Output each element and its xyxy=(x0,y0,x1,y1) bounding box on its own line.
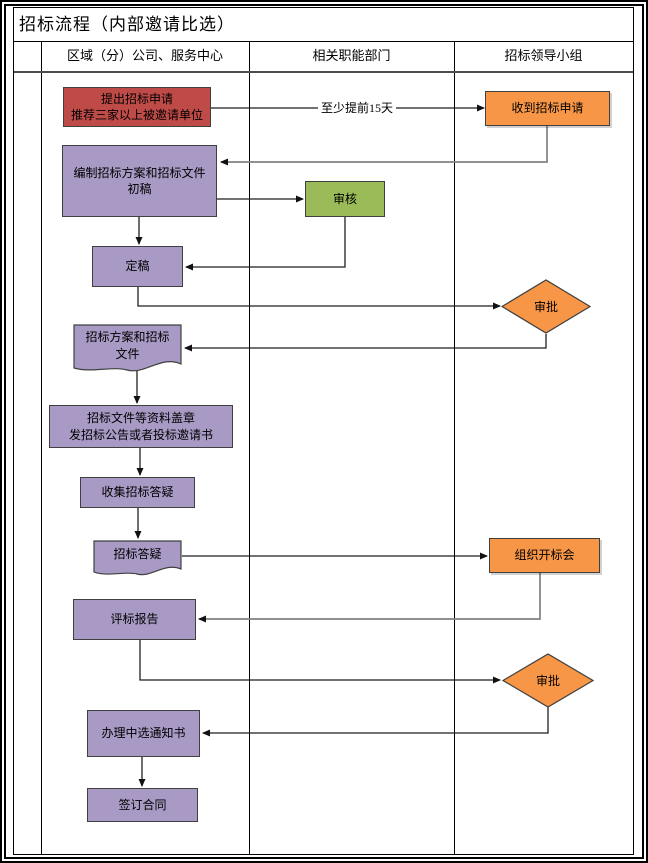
header-underline xyxy=(14,71,633,73)
node-sign-contract: 签订合同 xyxy=(87,788,198,822)
lane-divider-2 xyxy=(454,41,455,854)
node-draft-plan: 编制招标方案和招标文件初稿 xyxy=(62,145,217,217)
node-seal-line2: 发招标公告或者投标邀请书 xyxy=(68,427,213,442)
lane-header-departments: 相关职能部门 xyxy=(312,48,391,63)
node-eval-report-label: 评标报告 xyxy=(110,612,159,627)
swimlane-table: 招标流程（内部邀请比选） 区域（分）公司、服务中心 相关职能部门 招标领导小组 xyxy=(13,7,634,855)
node-doc-answer-label: 招标答疑 xyxy=(113,547,162,561)
node-open-meeting: 组织开标会 xyxy=(489,538,600,573)
node-eval-report: 评标报告 xyxy=(73,599,196,640)
node-contract-label: 签订合同 xyxy=(118,797,167,812)
lane-header-company: 区域（分）公司、服务中心 xyxy=(66,48,223,63)
node-notify-winner: 办理中选通知书 xyxy=(87,710,200,757)
page-title: 招标流程（内部邀请比选） xyxy=(19,15,235,34)
node-finalize: 定稿 xyxy=(92,246,183,287)
node-doc-answer: 招标答疑 xyxy=(93,540,182,580)
node-submit-application: 提出招标申请 推荐三家以上被邀请单位 xyxy=(63,87,211,127)
node-open-meeting-label: 组织开标会 xyxy=(514,548,575,563)
node-receive-application: 收到招标申请 xyxy=(485,91,610,126)
lane-divider-1 xyxy=(249,41,250,854)
node-finalize-label: 定稿 xyxy=(125,259,150,274)
node-seal-line1: 招标文件等资料盖章 xyxy=(86,411,195,426)
lane-header-leading-group: 招标领导小组 xyxy=(504,48,583,63)
node-approve-2-label: 审批 xyxy=(535,674,560,688)
diamond-shape-1 xyxy=(500,279,592,334)
node-doc-plan: 招标方案和招标文件 xyxy=(73,324,182,377)
node-notify-label: 办理中选通知书 xyxy=(101,726,186,741)
node-approve-1-label: 审批 xyxy=(533,300,558,314)
gutter-divider xyxy=(41,41,42,854)
document-shape-2 xyxy=(93,540,182,576)
node-submit-line1: 提出招标申请 xyxy=(100,91,173,106)
node-review-label: 审核 xyxy=(332,191,357,206)
diamond-shape-2 xyxy=(501,653,595,708)
node-collect-queries: 收集招标答疑 xyxy=(80,477,195,508)
edge-label-advance-notice: 至少提前15天 xyxy=(318,99,397,116)
node-approve-1: 审批 xyxy=(500,279,592,334)
document-shape-1 xyxy=(73,324,182,372)
node-approve-2: 审批 xyxy=(501,653,595,708)
node-collect-label: 收集招标答疑 xyxy=(101,485,174,500)
node-submit-line2: 推荐三家以上被邀请单位 xyxy=(70,108,203,122)
node-receive-label: 收到招标申请 xyxy=(511,101,584,116)
node-doc-plan-label: 招标方案和招标文件 xyxy=(85,330,170,361)
node-review: 审核 xyxy=(305,181,385,217)
node-draft-label: 编制招标方案和招标文件初稿 xyxy=(73,165,206,196)
node-seal-announce: 招标文件等资料盖章 发招标公告或者投标邀请书 xyxy=(49,405,233,448)
title-bar: 招标流程（内部邀请比选） xyxy=(14,8,633,42)
